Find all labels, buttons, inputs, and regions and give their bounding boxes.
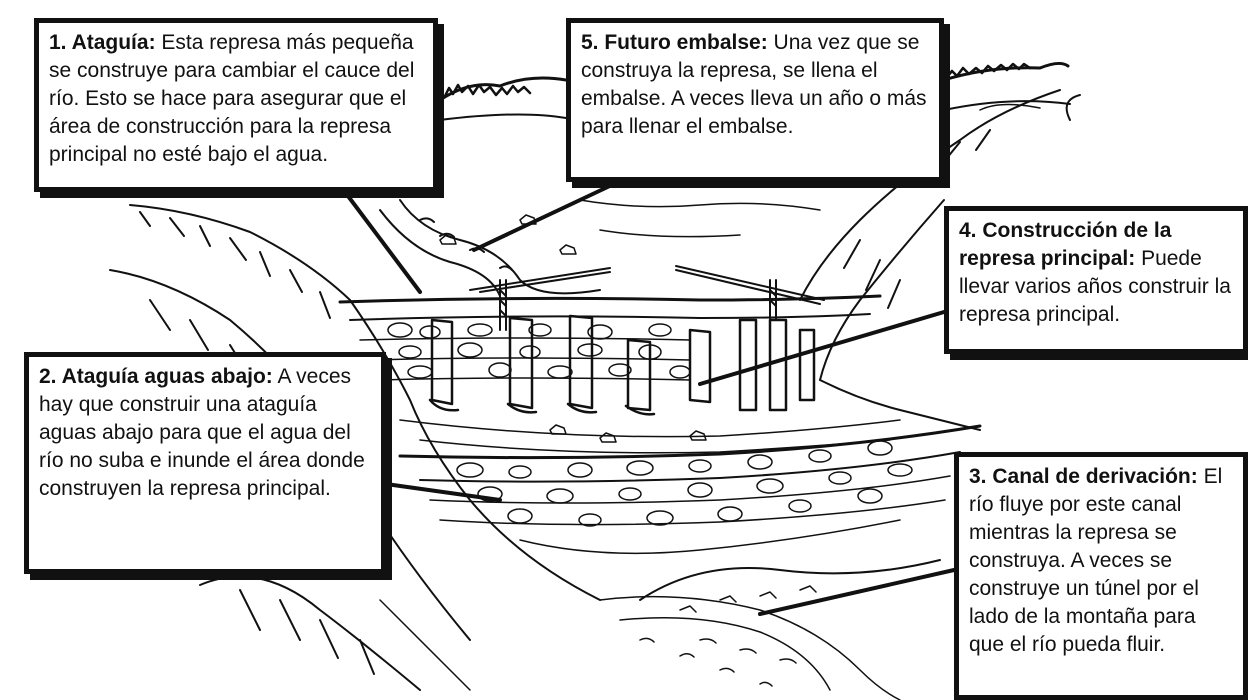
callout-future-reservoir: 5. Futuro embalse: Una vez que se constr… (566, 18, 944, 182)
callout-diversion-channel-text: El río fluye por este canal mientras la … (969, 465, 1223, 656)
callout-cofferdam: 1. Ataguía: Esta represa más pequeña se … (34, 18, 438, 192)
leader-line-5 (472, 182, 616, 252)
callout-downstream-cofferdam-heading: 2. Ataguía aguas abajo: (39, 365, 273, 388)
callout-main-dam-construction-heading: 4. Construcción de la represa principal: (959, 219, 1172, 270)
callout-future-reservoir-text: Una vez que se construya la represa, se … (581, 31, 927, 138)
callout-diversion-channel-heading: 3. Canal de derivación: (969, 465, 1198, 488)
distant-treeline (438, 61, 1071, 121)
right-mountain (799, 89, 1081, 431)
callout-main-dam-construction: 4. Construcción de la represa principal:… (944, 206, 1248, 354)
callout-cofferdam-heading: 1. Ataguía: (49, 31, 156, 54)
construction-cranes (469, 265, 825, 331)
leader-line-3 (758, 568, 956, 616)
callout-main-dam-construction-text: Puede llevar varios años construir la re… (959, 247, 1231, 326)
dam-pillars (428, 314, 816, 416)
left-mountain (109, 204, 601, 691)
callout-cofferdam-text: Esta represa más pequeña se construye pa… (49, 31, 415, 166)
callout-future-reservoir-heading: 5. Futuro embalse: (581, 31, 768, 54)
callout-downstream-cofferdam: 2. Ataguía aguas abajo: A veces hay que … (24, 352, 386, 574)
upper-river (379, 199, 821, 297)
leader-line-2 (384, 482, 502, 502)
downstream-cofferdam (398, 424, 982, 555)
leader-line-4 (698, 310, 946, 386)
leader-line-1 (346, 194, 422, 294)
callout-diversion-channel: 3. Canal de derivación: El río fluye por… (954, 452, 1248, 700)
leader-lines (346, 182, 956, 616)
lower-river (599, 559, 941, 700)
callout-downstream-cofferdam-text: A veces hay que construir una ataguía ag… (39, 365, 365, 500)
